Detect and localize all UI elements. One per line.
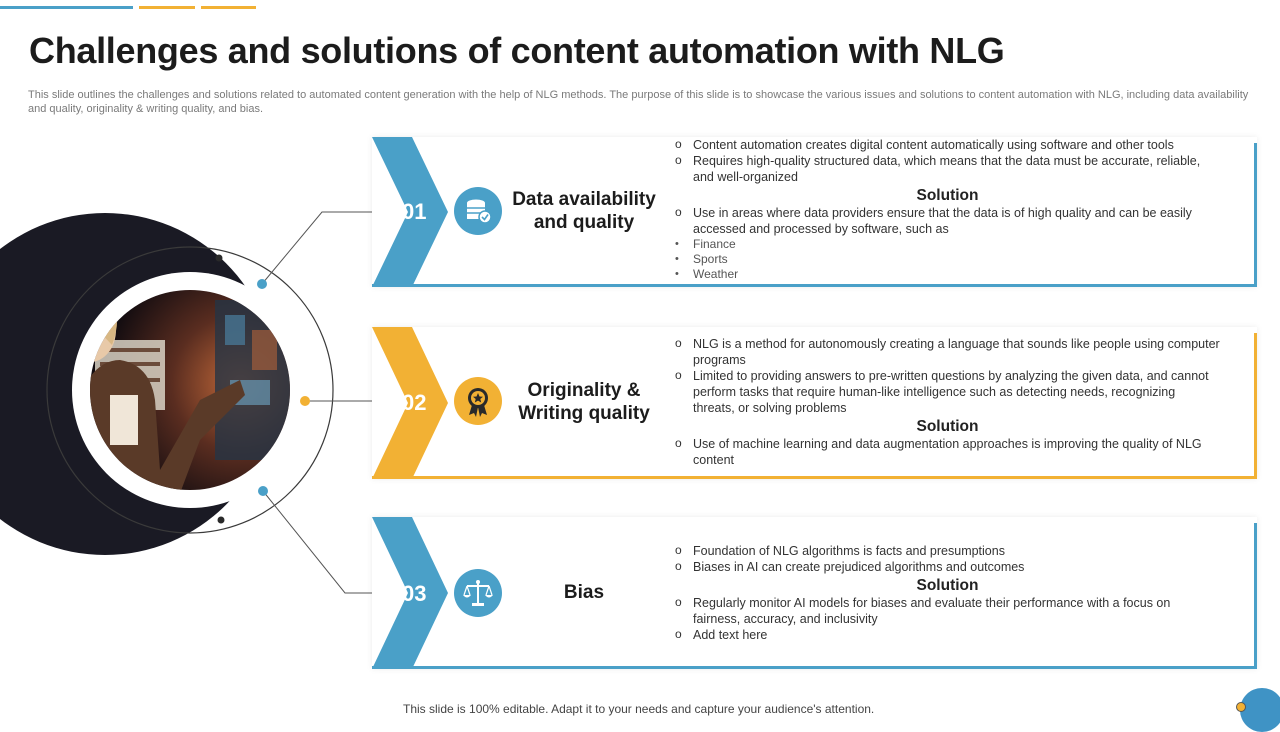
solution-list: Regularly monitor AI models for biases a…: [675, 594, 1220, 643]
example-item: Sports: [675, 252, 1220, 267]
card-title: Originality & Writing quality: [504, 379, 664, 425]
card-edge-right: [1254, 523, 1257, 669]
solution-list: Use in areas where data providers ensure…: [675, 204, 1220, 282]
challenge-list: Foundation of NLG algorithms is facts an…: [675, 542, 1220, 575]
connector-line-3: [262, 490, 372, 594]
challenge-list: Content automation creates digital conte…: [675, 136, 1220, 185]
hero-image-composition: [0, 0, 380, 720]
card-title-line-1: Data availability: [512, 189, 656, 210]
card-title-line-1: Originality &: [527, 380, 641, 401]
page-title: Challenges and solutions of content auto…: [29, 30, 1005, 71]
challenge-item: Biases in AI can create prejudiced algor…: [675, 558, 1220, 575]
award-badge-icon: [454, 377, 502, 425]
ring-dot-1: [215, 254, 223, 262]
card-content: NLG is a method for autonomously creatin…: [675, 335, 1220, 468]
card-title-line-1: Bias: [563, 582, 605, 603]
solution-heading: Solution: [916, 418, 979, 435]
ring-dot-blue-2: [258, 486, 268, 496]
card-title: Data availability and quality: [504, 188, 664, 234]
accent-bar-yellow-1: [139, 6, 195, 9]
card-number: 03: [402, 581, 427, 606]
page-subtitle: This slide outlines the challenges and s…: [28, 89, 1249, 115]
card-content: Foundation of NLG algorithms is facts an…: [675, 542, 1220, 643]
hero-graphic: [0, 211, 372, 594]
card-edge-bottom: [372, 476, 1257, 479]
challenge-item: Content automation creates digital conte…: [675, 136, 1220, 153]
solution-heading: Solution: [916, 187, 979, 204]
solution-item: Regularly monitor AI models for biases a…: [675, 594, 1220, 627]
database-check-icon: [454, 187, 502, 235]
ring-dot-blue-1: [257, 279, 267, 289]
challenge-item: Limited to providing answers to pre-writ…: [675, 367, 1220, 416]
solution-item: Use in areas where data providers ensure…: [675, 204, 1220, 237]
example-item: Finance: [675, 237, 1220, 252]
chevron-shape: [372, 517, 448, 669]
card-title: Bias: [504, 581, 664, 604]
card-title-line-2: and quality: [533, 212, 635, 233]
card-content: Content automation creates digital conte…: [675, 136, 1220, 282]
corner-decoration-dot: [1236, 702, 1246, 712]
accent-bar-blue: [0, 6, 133, 9]
card-title-line-2: Writing quality: [518, 403, 650, 424]
footer-note: This slide is 100% editable. Adapt it to…: [403, 702, 875, 716]
example-item: Weather: [675, 267, 1220, 282]
challenge-card-2: 02 Originality & Writing quality NLG is …: [372, 327, 1257, 479]
challenge-card-1: 01 Data availability and quality Content…: [372, 136, 1257, 287]
challenge-item: NLG is a method for autonomously creatin…: [675, 335, 1220, 368]
accent-bar-yellow-2: [201, 6, 256, 9]
chevron-shape: [372, 137, 448, 287]
challenge-list: NLG is a method for autonomously creatin…: [675, 335, 1220, 416]
card-edge-right: [1254, 143, 1257, 287]
card-number: 01: [402, 199, 427, 224]
solution-heading: Solution: [916, 577, 979, 594]
solution-item: Add text here: [675, 626, 1220, 643]
card-edge-bottom: [372, 666, 1257, 669]
balance-scale-icon: [454, 569, 502, 617]
card-number: 02: [402, 390, 427, 415]
outer-ring: [46, 246, 334, 534]
solution-list: Use of machine learning and data augment…: [675, 435, 1220, 468]
challenge-card-3: 03 Bias Foundation of NLG algorithms is …: [372, 517, 1257, 669]
challenge-item: Foundation of NLG algorithms is facts an…: [675, 542, 1220, 559]
card-edge-bottom: [372, 284, 1257, 287]
card-edge-right: [1254, 333, 1257, 479]
solution-item: Use of machine learning and data augment…: [675, 435, 1220, 468]
ring-dot-2: [217, 516, 225, 524]
connector-line-1: [261, 211, 372, 285]
challenge-item: Requires high-quality structured data, w…: [675, 152, 1220, 185]
chevron-shape: [372, 327, 448, 479]
ring-dot-yellow: [300, 396, 310, 406]
corner-decoration-circle: [1240, 688, 1280, 732]
